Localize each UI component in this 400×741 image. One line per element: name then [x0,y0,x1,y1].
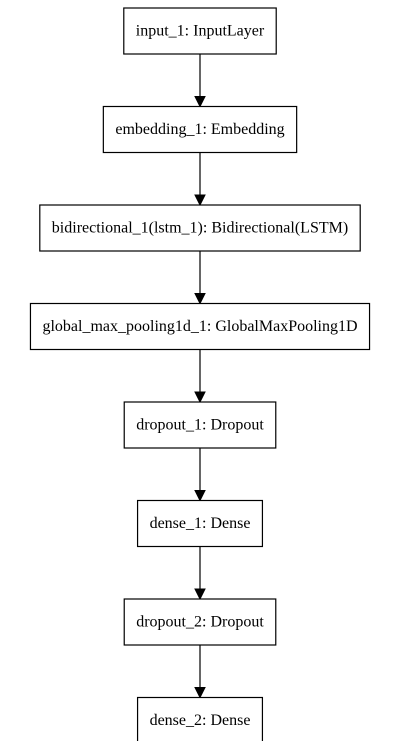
nodes-layer: input_1: InputLayer embedding_1: Embeddi… [29,7,371,741]
node-label: dropout_2: Dropout [136,614,264,631]
node-label: bidirectional_1(lstm_1): Bidirectional(L… [52,220,348,237]
node-dense-2: dense_2: Dense [136,696,264,741]
edge-dropout-2-to-dense-2 [194,645,206,699]
edge-dropout-1-to-dense-1 [194,448,206,502]
edge-bidirectional-to-pooling [194,251,206,305]
edges-layer [194,54,206,699]
node-global-max-pooling1d-1: global_max_pooling1d_1: GlobalMaxPooling… [29,302,371,351]
node-dropout-1: dropout_1: Dropout [123,401,277,449]
edge-input-to-embedding [194,54,206,108]
edge-dense-1-to-dropout-2 [194,546,206,601]
node-bidirectional-1: bidirectional_1(lstm_1): Bidirectional(L… [39,204,361,252]
node-embedding-1: embedding_1: Embedding [102,105,298,154]
node-label: global_max_pooling1d_1: GlobalMaxPooling… [42,318,357,335]
node-label: dense_1: Dense [150,515,251,532]
node-input-1: input_1: InputLayer [123,7,277,55]
node-label: dense_2: Dense [150,712,251,729]
node-label: embedding_1: Embedding [115,121,284,138]
edge-embedding-to-bidirectional [194,152,206,207]
node-dense-1: dense_1: Dense [136,499,264,548]
edge-pooling-to-dropout-1 [194,349,206,404]
node-dropout-2: dropout_2: Dropout [123,598,277,646]
node-label: input_1: InputLayer [136,23,265,40]
node-label: dropout_1: Dropout [136,417,264,434]
